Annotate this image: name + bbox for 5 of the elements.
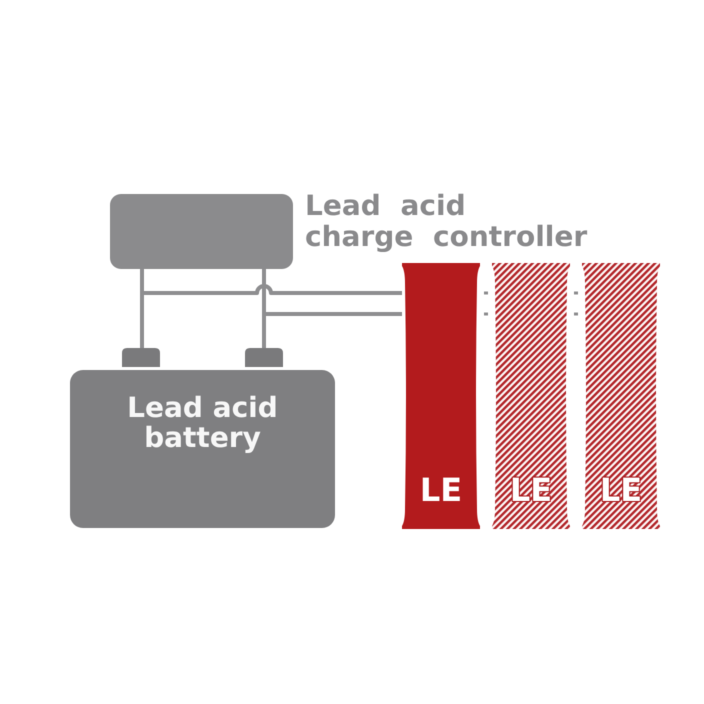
controller-label: Lead acid charge controller	[305, 190, 588, 252]
module-label: LE	[420, 473, 462, 507]
wire	[140, 284, 402, 348]
battery-label: Lead acid battery	[126, 393, 279, 453]
wire	[262, 312, 402, 348]
